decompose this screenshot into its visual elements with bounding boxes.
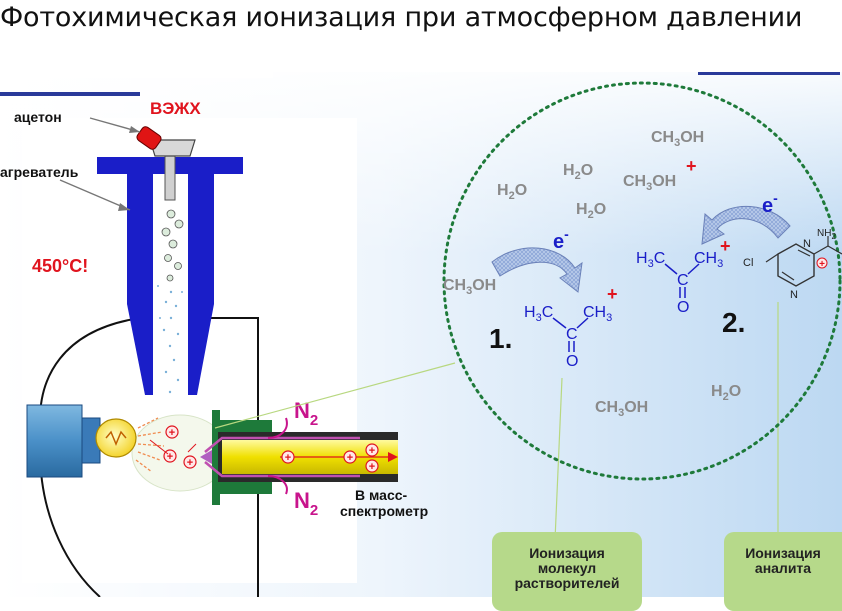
svg-text:+: + bbox=[819, 259, 825, 270]
svg-text:+: + bbox=[187, 457, 193, 469]
acetone-molecule-2: H3C CH3 C O bbox=[636, 250, 723, 316]
water-2: H2O bbox=[497, 182, 527, 202]
svg-text:+: + bbox=[285, 452, 291, 464]
lamp-filament bbox=[105, 430, 127, 446]
svg-text:Cl: Cl bbox=[743, 257, 753, 269]
inlet-fitting bbox=[149, 139, 196, 157]
solvent-pointer-line bbox=[554, 377, 563, 541]
svg-text:O: O bbox=[566, 353, 578, 370]
svg-text:C: C bbox=[566, 326, 578, 343]
svg-text:CH3: CH3 bbox=[583, 304, 612, 324]
analyte-ionization-box: Ионизация аналита bbox=[724, 532, 842, 611]
heater-right-wall bbox=[188, 174, 214, 304]
analyte-box-line-2: аналита bbox=[754, 560, 812, 576]
electron-arrow-1 bbox=[491, 247, 583, 293]
n2-top-arrow bbox=[267, 417, 288, 439]
header-line-right bbox=[698, 72, 840, 75]
hplc-label: ВЭЖХ bbox=[150, 99, 201, 118]
n2-flow-top bbox=[204, 436, 360, 453]
header-line-left bbox=[0, 92, 140, 96]
step-2-label: 2. bbox=[722, 307, 745, 338]
ionization-detail-circle bbox=[442, 81, 842, 481]
methanol-4: CH3OH bbox=[595, 399, 648, 419]
zoom-line-top bbox=[214, 362, 456, 429]
svg-text:+: + bbox=[167, 451, 173, 463]
svg-text:+: + bbox=[369, 445, 375, 457]
solvent-box-line-2: молекул bbox=[537, 560, 597, 576]
svg-text:H3C: H3C bbox=[524, 304, 553, 324]
inlet-entry-arrow bbox=[200, 450, 212, 464]
svg-text:C: C bbox=[677, 272, 689, 289]
acetone-label: ацетон bbox=[14, 109, 62, 125]
svg-text:+: + bbox=[369, 461, 375, 473]
appi-diagram: + + + + + + + ацетон ВЭЖХ агреватель 450… bbox=[0, 72, 842, 597]
source-ions: + + + bbox=[163, 425, 197, 469]
ion-path-1 bbox=[149, 439, 169, 455]
page-title: Фотохимическая ионизация при атмосферном… bbox=[0, 2, 803, 33]
solvent-box-line-1: Ионизация bbox=[529, 545, 605, 561]
heater-pointer-head bbox=[118, 203, 130, 211]
capillary-ions: + + + + bbox=[280, 443, 398, 473]
svg-text:+: + bbox=[347, 452, 353, 464]
acetone-2-charge: + bbox=[720, 236, 731, 256]
n2-bottom-arrow bbox=[267, 475, 288, 495]
electron-arrow-2 bbox=[701, 206, 791, 245]
analyte-box-line-1: Ионизация bbox=[745, 545, 821, 561]
svg-text:CH3: CH3 bbox=[694, 250, 723, 270]
svg-text:O: O bbox=[677, 299, 689, 316]
acetone-molecule-1: H3C CH3 C O bbox=[524, 304, 612, 370]
droplets bbox=[161, 209, 184, 282]
electron-1-label: e- bbox=[553, 226, 569, 253]
svg-text:+: + bbox=[169, 427, 175, 439]
svg-text:N: N bbox=[803, 238, 811, 250]
ion-path-2 bbox=[187, 443, 197, 453]
step-1-label: 1. bbox=[489, 323, 512, 354]
methanol-1: CH3OH bbox=[651, 129, 704, 149]
methanol-2: CH3OH bbox=[623, 173, 676, 193]
n2-top-label: N2 bbox=[294, 398, 318, 429]
acetone-pointer-head bbox=[129, 126, 140, 133]
to-ms-label-1: В масс- bbox=[355, 487, 408, 503]
svg-text:N: N bbox=[790, 289, 798, 301]
analyte-molecule: Cl N N NH2 + bbox=[743, 228, 842, 301]
acetone-1-charge: + bbox=[607, 284, 618, 304]
temperature-label: 450°C! bbox=[32, 256, 88, 276]
water-4: H2O bbox=[711, 383, 741, 403]
water-3: H2O bbox=[576, 201, 606, 221]
solvent-ionization-box: Ионизация молекул растворителей bbox=[492, 532, 642, 611]
mist bbox=[157, 285, 183, 394]
heater-pointer bbox=[59, 179, 131, 211]
solvent-molecules: CH3OH H2O CH3OH H2O H2O CH3OH CH3OH H2O bbox=[443, 129, 741, 419]
n2-bottom-label: N2 bbox=[294, 488, 318, 519]
to-ms-label-2: спектрометр bbox=[340, 503, 428, 519]
electron-2-label: e- bbox=[762, 190, 778, 217]
white-strip bbox=[8, 72, 273, 78]
svg-text:NH2: NH2 bbox=[817, 228, 836, 241]
water-1: H2O bbox=[563, 162, 593, 182]
uv-rays bbox=[135, 417, 165, 473]
uv-lamp-bulb bbox=[95, 418, 137, 458]
inlet-flange-bottom bbox=[212, 482, 272, 494]
heater-label: агреватель bbox=[0, 164, 79, 180]
methanol-charge: + bbox=[686, 156, 697, 176]
heater-channel bbox=[153, 174, 188, 395]
solvent-box-line-3: растворителей bbox=[514, 575, 620, 591]
inlet-flange-top bbox=[212, 420, 272, 432]
methanol-3: CH3OH bbox=[443, 277, 496, 297]
heater-left-wall bbox=[127, 174, 153, 304]
n2-flow-bottom bbox=[204, 461, 360, 478]
uv-lamp-body bbox=[26, 404, 83, 478]
inlet-flange-face bbox=[212, 410, 220, 505]
housing-outline-right bbox=[210, 317, 259, 597]
svg-text:H3C: H3C bbox=[636, 250, 665, 270]
